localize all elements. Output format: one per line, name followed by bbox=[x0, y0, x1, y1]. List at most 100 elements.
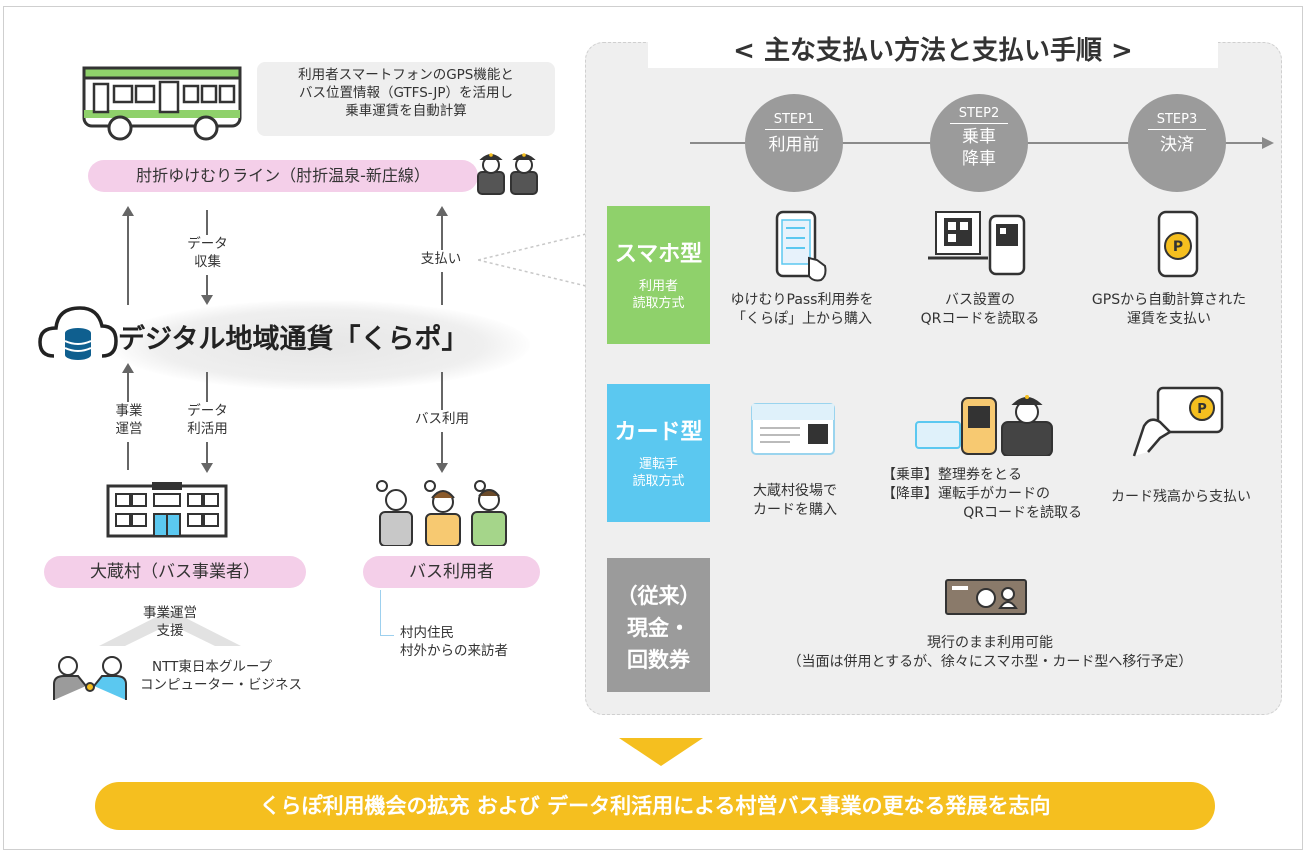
connector-to-panel bbox=[477, 228, 588, 288]
ntt-label: NTT東日本グループ コンピューター・ビジネス bbox=[140, 658, 320, 694]
driver-card-scan-icon bbox=[912, 392, 1062, 457]
timeline-arrowhead bbox=[1262, 137, 1274, 149]
smartphone-step3-line1: GPSから自動計算された bbox=[1091, 292, 1247, 308]
operation-line2: 運営 bbox=[115, 421, 143, 437]
card-type-title: カード型 bbox=[614, 420, 703, 445]
support-line2: 支援 bbox=[156, 623, 184, 639]
svg-text:P: P bbox=[1173, 239, 1183, 255]
data-collect-line2: 収集 bbox=[194, 254, 221, 270]
village-building-icon bbox=[104, 480, 230, 540]
smartphone-ticket-icon bbox=[773, 210, 829, 282]
figure-frame bbox=[3, 6, 1303, 850]
data-use-line2: 利活用 bbox=[187, 421, 228, 437]
operation-label: 事業 運営 bbox=[96, 402, 162, 442]
card-step2-desc: 【乗車】整理券をとる 【降車】運転手がカードの QRコードを読取る bbox=[882, 466, 1082, 523]
step3-label: STEP3 bbox=[1148, 112, 1206, 130]
village-label: 大蔵村（バス事業者） bbox=[44, 556, 306, 588]
data-use-label: データ 利活用 bbox=[170, 402, 245, 442]
card-step3-desc: カード残高から支払い bbox=[1086, 488, 1276, 507]
bus-line-text: 肘折ゆけむりライン（肘折温泉-新庄線） bbox=[136, 166, 430, 185]
step2-circle: STEP2 乗車 降車 bbox=[930, 94, 1028, 192]
village-text: 大蔵村（バス事業者） bbox=[90, 562, 260, 582]
cash-desc-line1: 現行のまま利用可能 bbox=[927, 635, 1053, 651]
smartphone-type-sub1: 利用者 bbox=[638, 279, 678, 294]
cloud-database-icon bbox=[38, 300, 118, 366]
bus-use-text: バス利用 bbox=[415, 411, 469, 427]
fare-box-icon bbox=[944, 578, 1028, 616]
bus-info-line2: バス位置情報（GTFS-JP）を活用し bbox=[298, 85, 514, 101]
smartphone-type-box: スマホ型 利用者 読取方式 bbox=[607, 206, 710, 344]
panel-title-text: < 主な支払い方法と支払い手順 > bbox=[733, 36, 1133, 66]
card-balance-icon: P bbox=[1130, 386, 1226, 458]
bus-drivers-icon bbox=[475, 150, 545, 195]
card-step2-line1: 【乗車】整理券をとる bbox=[882, 467, 1022, 483]
smartphone-type-title: スマホ型 bbox=[614, 242, 703, 267]
data-collect-line1: データ bbox=[187, 236, 228, 252]
smartphone-step3-desc: GPSから自動計算された 運賃を支払い bbox=[1074, 291, 1264, 329]
users-note-line2: 村外からの来訪者 bbox=[400, 643, 508, 659]
panel-title: < 主な支払い方法と支払い手順 > bbox=[648, 30, 1218, 68]
smartphone-step1-desc: ゆけむりPass利用券を 「くらぽ」上から購入 bbox=[712, 291, 892, 329]
smartphone-step3-line2: 運賃を支払い bbox=[1127, 311, 1211, 327]
operation-line1: 事業 bbox=[115, 403, 143, 419]
bus-line-label: 肘折ゆけむりライン（肘折温泉-新庄線） bbox=[88, 160, 478, 192]
data-use-line1: データ bbox=[187, 403, 228, 419]
step1-label: STEP1 bbox=[765, 112, 823, 130]
support-chevron-arrow bbox=[95, 606, 245, 648]
users-note: 村内住民 村外からの来訪者 bbox=[400, 624, 560, 660]
bus-users-icon bbox=[368, 478, 518, 547]
smartphone-step2-line2: QRコードを読取る bbox=[920, 311, 1040, 327]
cash-type-title2: 現金・ bbox=[627, 616, 690, 640]
ntt-line1: NTT東日本グループ bbox=[152, 659, 273, 675]
svg-text:P: P bbox=[1197, 402, 1207, 417]
bus-info-line3: 乗車運賃を自動計算 bbox=[345, 103, 467, 119]
bus-info-line1: 利用者スマートフォンのGPS機能と bbox=[298, 67, 514, 83]
users-note-bracket bbox=[380, 590, 394, 636]
card-type-box: カード型 運転手 読取方式 bbox=[607, 384, 710, 522]
smartphone-step1-line2: 「くらぽ」上から購入 bbox=[732, 311, 872, 327]
card-type-sub1: 運転手 bbox=[638, 457, 678, 472]
step2-label: STEP2 bbox=[950, 106, 1008, 124]
cash-type-title3: 回数券 bbox=[627, 648, 690, 672]
smartphone-step2-desc: バス設置の QRコードを読取る bbox=[900, 291, 1060, 329]
data-collect-label: データ 収集 bbox=[155, 235, 260, 275]
card-type-sub2: 読取方式 bbox=[632, 474, 685, 489]
down-triangle-arrow bbox=[619, 738, 703, 766]
handshake-icon bbox=[50, 654, 130, 700]
card-step1-line2: カードを購入 bbox=[753, 502, 837, 518]
qr-scan-icon bbox=[928, 210, 1030, 276]
payment-label: 支払い bbox=[405, 250, 477, 272]
coin-payment-icon: P bbox=[1156, 210, 1200, 278]
cash-desc-line2: （当面は併用とするが、徐々にスマホ型・カード型へ移行予定） bbox=[787, 654, 1193, 670]
conclusion-text: くらぽ利用機会の拡充 および データ利活用による村営バス事業の更なる発展を志向 bbox=[259, 794, 1051, 818]
currency-text: デジタル地域通貨「くらポ」 bbox=[118, 324, 469, 355]
card-step3-line1: カード残高から支払い bbox=[1111, 489, 1251, 505]
smartphone-step2-line1: バス設置の bbox=[945, 292, 1015, 308]
ntt-line2: コンピューター・ビジネス bbox=[140, 677, 302, 693]
users-text: バス利用者 bbox=[409, 562, 494, 582]
conclusion-banner: くらぽ利用機会の拡充 および データ利活用による村営バス事業の更なる発展を志向 bbox=[95, 782, 1215, 830]
bus-use-label: バス利用 bbox=[402, 410, 482, 432]
transit-card-icon bbox=[750, 402, 836, 456]
step3-main: 決済 bbox=[1160, 135, 1194, 155]
support-label: 事業運営 支援 bbox=[120, 604, 220, 640]
smartphone-type-sub2: 読取方式 bbox=[632, 296, 685, 311]
arrow-village-to-bus bbox=[122, 206, 134, 305]
card-step2-line3: QRコードを読取る bbox=[963, 505, 1082, 521]
bus-icon bbox=[80, 62, 245, 142]
payment-text: 支払い bbox=[420, 251, 462, 267]
cash-type-title1: （従来） bbox=[616, 584, 701, 608]
step2-main2: 降車 bbox=[962, 149, 996, 169]
support-line1: 事業運営 bbox=[143, 605, 197, 621]
step3-circle: STEP3 決済 bbox=[1128, 94, 1226, 192]
cash-desc: 現行のまま利用可能 （当面は併用とするが、徐々にスマホ型・カード型へ移行予定） bbox=[730, 634, 1250, 672]
currency-label: デジタル地域通貨「くらポ」 bbox=[118, 320, 518, 360]
card-step2-line2: 【降車】運転手がカードの bbox=[882, 486, 1050, 502]
bus-info-bubble: 利用者スマートフォンのGPS機能と バス位置情報（GTFS-JP）を活用し 乗車… bbox=[257, 62, 555, 136]
currency-ellipse bbox=[110, 300, 530, 390]
users-label: バス利用者 bbox=[363, 556, 540, 588]
step1-main: 利用前 bbox=[768, 135, 820, 155]
cash-type-box: （従来） 現金・ 回数券 bbox=[607, 558, 710, 692]
smartphone-step1-line1: ゆけむりPass利用券を bbox=[730, 292, 874, 308]
step2-main1: 乗車 bbox=[962, 127, 996, 147]
